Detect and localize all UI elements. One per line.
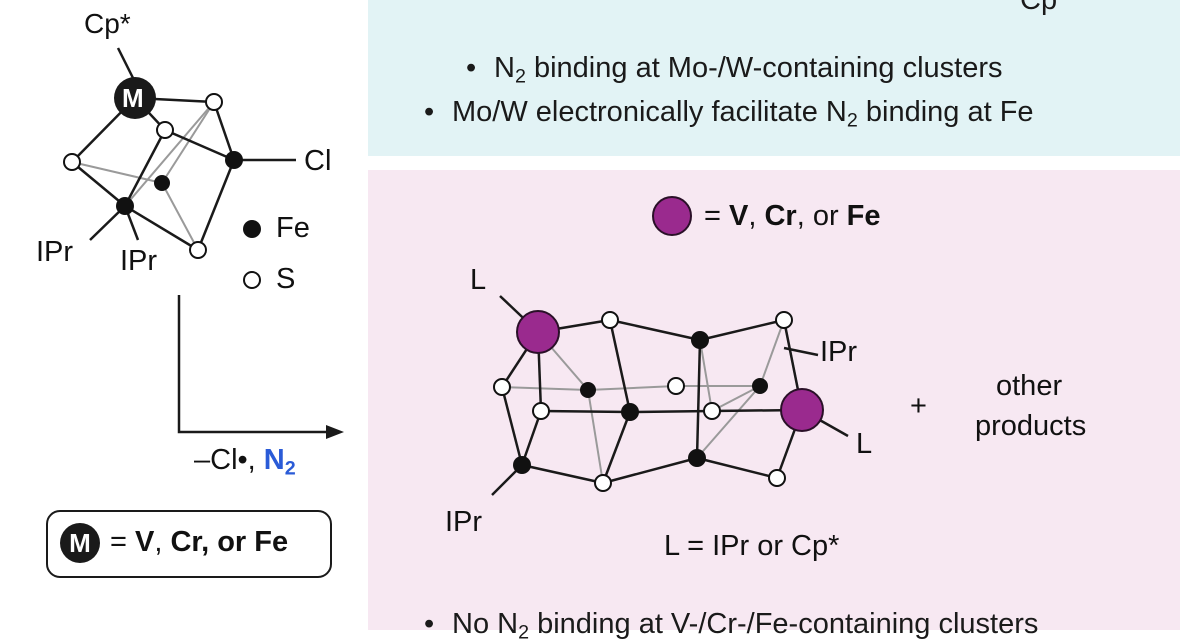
cl-label: Cl (304, 145, 332, 177)
bullet-dot: • (466, 52, 477, 84)
legend-s-label: S (276, 263, 296, 295)
fe-atom (621, 403, 639, 421)
s-atom (156, 121, 174, 139)
metal-label: M (122, 83, 144, 113)
cp-bond (116, 47, 137, 83)
plus-sign: + (910, 390, 927, 422)
s-atom (775, 311, 793, 329)
legend-s-dot (243, 271, 261, 289)
reaction-arrow-line (177, 295, 332, 434)
s-atom (205, 93, 223, 111)
reaction-conditions: –Cl•, N2 (194, 444, 296, 480)
metal-key-text: = V, Cr, or Fe (704, 200, 881, 232)
top-panel-cut-label: Cp* (1020, 0, 1069, 16)
fe-atom-back (580, 382, 596, 398)
purple-atom-key (652, 196, 692, 236)
bullet-dot: • (424, 96, 435, 128)
bottom-panel (368, 170, 1180, 630)
fe-atom (513, 456, 531, 474)
ipr-label-bottom: IPr (445, 506, 483, 538)
s-atom (493, 378, 511, 396)
ipr-label: IPr (120, 245, 158, 277)
purple-metal-atom (780, 388, 824, 432)
cluster-back-bonds (71, 101, 215, 251)
legend-fe-dot (243, 220, 261, 238)
double-cubane-diagram (491, 295, 849, 496)
other-products-line2: products (975, 410, 1087, 442)
fe-atom (116, 197, 134, 215)
s-atom (63, 153, 81, 171)
fe-atom-back (752, 378, 768, 394)
n2-label: N2 (263, 444, 296, 480)
ligand-definition: L = IPr or Cp* (664, 530, 840, 562)
fe-atom (688, 449, 706, 467)
top-bullet-1: •N2 binding at Mo-/W-containing clusters (466, 52, 1003, 88)
s-atom (189, 241, 207, 259)
top-panel (368, 0, 1180, 156)
left-cluster-diagram (63, 47, 344, 439)
reaction-arrowhead (326, 425, 344, 439)
metal-legend-box (46, 510, 332, 578)
bottom-bullet: •No N2 binding at V-/Cr-/Fe-containing c… (424, 608, 1039, 644)
s-atom (601, 311, 619, 329)
legend-fe-label: Fe (276, 212, 310, 244)
fe-atom (691, 331, 709, 349)
s-atom (703, 402, 721, 420)
metal-legend-text: = V, Cr, or Fe (110, 526, 289, 558)
s-atom (768, 469, 786, 487)
bullet-dot: • (424, 608, 435, 640)
other-products-line1: other (996, 370, 1063, 402)
purple-metal-atom (516, 310, 560, 354)
fe-atom (225, 151, 243, 169)
cp-label: Cp* (84, 8, 131, 39)
top-bullet-2: •Mo/W electronically facilitate N2 bindi… (424, 96, 1034, 132)
metal-m-atom (114, 77, 156, 119)
ligand-l-label: L (856, 428, 873, 460)
metal-legend-symbol: M (60, 523, 100, 563)
s-atom (667, 377, 685, 395)
s-atom (594, 474, 612, 492)
fe-atom-back (154, 175, 170, 191)
ligand-l-label: L (470, 264, 487, 296)
ipr-label: IPr (36, 236, 74, 268)
ipr-label-right: IPr (820, 336, 858, 368)
cluster-front-bonds (71, 96, 296, 252)
s-atom (532, 402, 550, 420)
